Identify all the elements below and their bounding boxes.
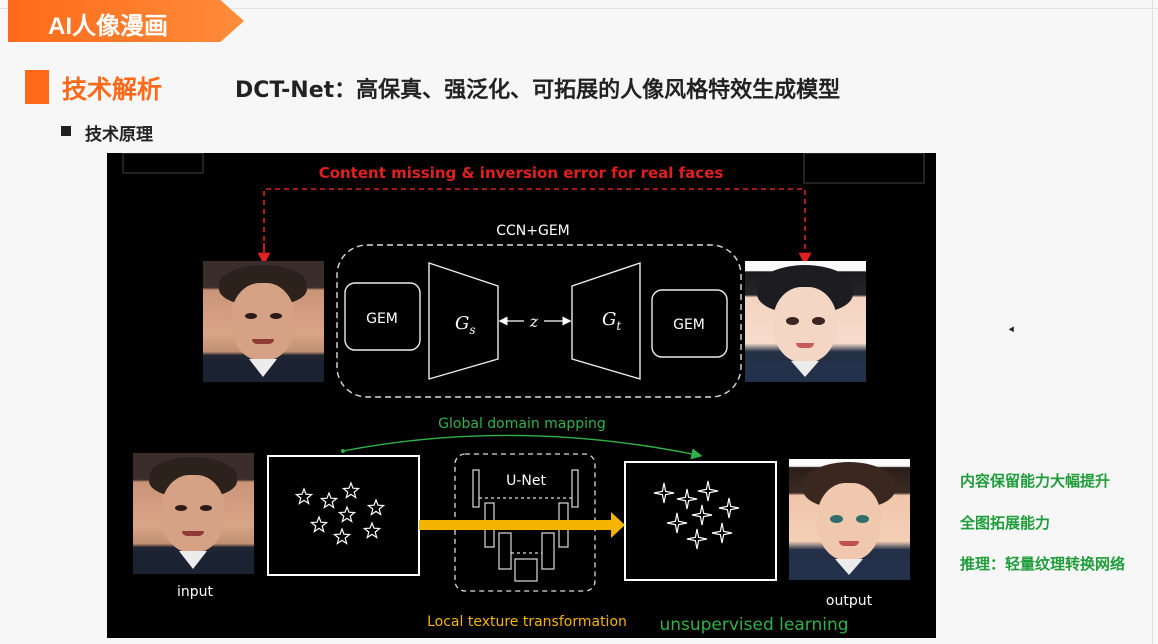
sparkle-star-icon — [686, 528, 708, 550]
real-face-top — [203, 261, 324, 382]
cartoon-face-top — [745, 261, 866, 382]
sparkle-field-right — [653, 480, 740, 550]
sparkle-star-icon — [711, 522, 733, 544]
mouse-pointer-icon — [1008, 326, 1017, 334]
subsection-title: 技术原理 — [85, 125, 153, 145]
hollow-star-icon — [341, 481, 361, 499]
top-divider — [0, 8, 1158, 9]
target-texture-box — [624, 461, 777, 581]
hollow-star-icon — [337, 505, 357, 523]
side-note-1: 内容保留能力大幅提升 — [960, 472, 1111, 490]
global-mapping-label: Global domain mapping — [438, 416, 606, 432]
output-label: output — [826, 593, 873, 609]
hollow-star-icon — [319, 491, 339, 509]
texture-arrow-head — [611, 512, 625, 538]
hollow-star-icon — [366, 498, 386, 516]
source-texture-box — [267, 455, 420, 576]
side-note-2: 全图拓展能力 — [960, 514, 1051, 532]
texture-arrow-body — [419, 520, 611, 530]
bullet-square — [61, 126, 71, 136]
gs-encoder — [428, 262, 499, 380]
sparkle-star-icon — [666, 512, 688, 534]
hollow-star-icon — [362, 521, 382, 539]
gem-left-box — [344, 282, 421, 351]
z-label: z — [529, 312, 539, 331]
hollow-star-icon — [309, 515, 329, 533]
gem-left-label: GEM — [366, 311, 398, 327]
right-divider — [1152, 0, 1153, 644]
arc-start-dot — [341, 449, 345, 453]
sparkle-star-icon — [653, 482, 675, 504]
page-headline: DCT-Net：高保真、强泛化、可拓展的人像风格特效生成模型 — [235, 78, 841, 103]
sparkle-star-icon — [697, 480, 719, 502]
section-marker — [25, 70, 49, 104]
sparkle-star-icon — [676, 488, 698, 510]
section-title: 技术解析 — [62, 75, 163, 104]
hollow-star-icon — [294, 487, 314, 505]
real-face-input — [133, 453, 254, 574]
dct-net-diagram: Content missing & inversion error for re… — [107, 153, 936, 638]
ccn-label: CCN+GEM — [496, 223, 570, 239]
top-right-box — [803, 153, 925, 184]
gs-label: Gs — [455, 313, 476, 337]
cartoon-face-output — [789, 459, 910, 580]
unsupervised-label: unsupervised learning — [659, 615, 848, 635]
gem-right-label: GEM — [673, 317, 705, 333]
local-texture-label: Local texture transformation — [427, 614, 627, 630]
side-note-3: 推理：轻量纹理转换网络 — [960, 555, 1126, 573]
diagram-canvas: Content missing & inversion error for re… — [122, 153, 925, 635]
star-field-left — [294, 481, 386, 545]
banner-title: AI人像漫画 — [48, 13, 168, 40]
top-left-box — [122, 153, 204, 174]
gt-decoder — [571, 262, 641, 380]
sparkle-star-icon — [691, 504, 713, 526]
ccn-gem-region — [336, 244, 742, 398]
gt-label: Gt — [602, 309, 621, 333]
hollow-star-icon — [332, 527, 352, 545]
sparkle-star-icon — [718, 497, 740, 519]
input-label: input — [177, 584, 214, 600]
title-banner: AI人像漫画 — [8, 0, 244, 42]
unet-label: U-Net — [506, 473, 546, 489]
global-mapping-arc — [342, 434, 703, 460]
top-caption: Content missing & inversion error for re… — [319, 164, 724, 182]
gem-right-box — [651, 289, 728, 358]
